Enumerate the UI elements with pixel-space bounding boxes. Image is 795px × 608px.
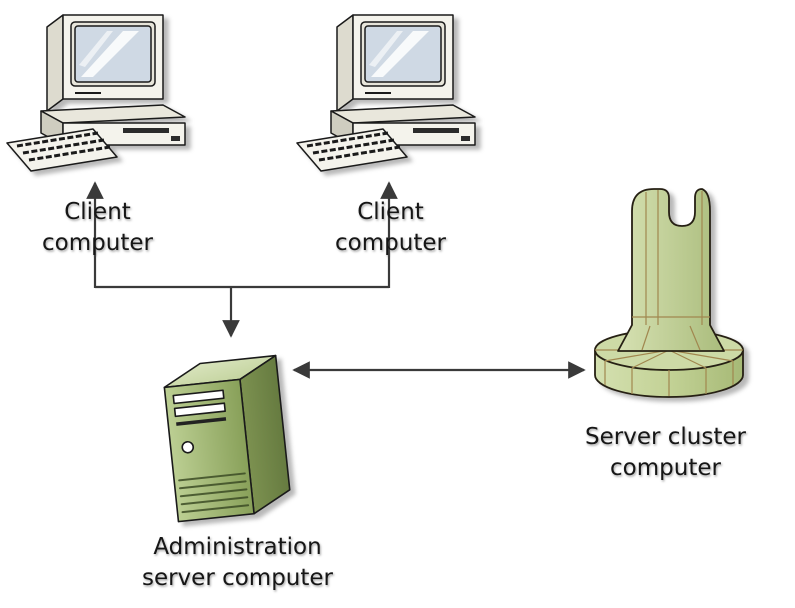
client-computer-2-icon — [296, 14, 476, 172]
admin-server-label-line1: Administration — [153, 534, 322, 560]
tower-server-icon — [163, 354, 291, 523]
client2-label: Client computer — [308, 197, 473, 259]
drive-bay — [172, 389, 225, 405]
client-computer-1-icon — [6, 14, 186, 172]
admin-server-label-line2: server computer — [141, 565, 334, 591]
cluster-column — [617, 188, 725, 352]
client2-label-line2: computer — [335, 230, 446, 256]
server-cluster-label: Server cluster computer — [553, 422, 778, 484]
vent-grill — [178, 472, 250, 514]
server-cluster-icon — [594, 188, 744, 398]
client1-label-line2: computer — [42, 230, 153, 256]
admin-server-label: Administration server computer — [105, 532, 370, 594]
monitor-side — [46, 14, 64, 112]
cluster-column-lines — [632, 190, 710, 351]
client1-label: Client computer — [15, 197, 180, 259]
power-button — [171, 136, 180, 141]
power-button — [181, 440, 195, 454]
client2-label-line1: Client — [357, 199, 424, 225]
client1-label-line1: Client — [64, 199, 131, 225]
floppy-slot — [123, 128, 169, 133]
case-top — [40, 104, 186, 124]
server-cluster-label-line1: Server cluster — [585, 424, 746, 450]
server-cluster-label-line2: computer — [610, 455, 721, 481]
drive-bay — [173, 402, 226, 418]
drive-slot — [176, 417, 227, 426]
